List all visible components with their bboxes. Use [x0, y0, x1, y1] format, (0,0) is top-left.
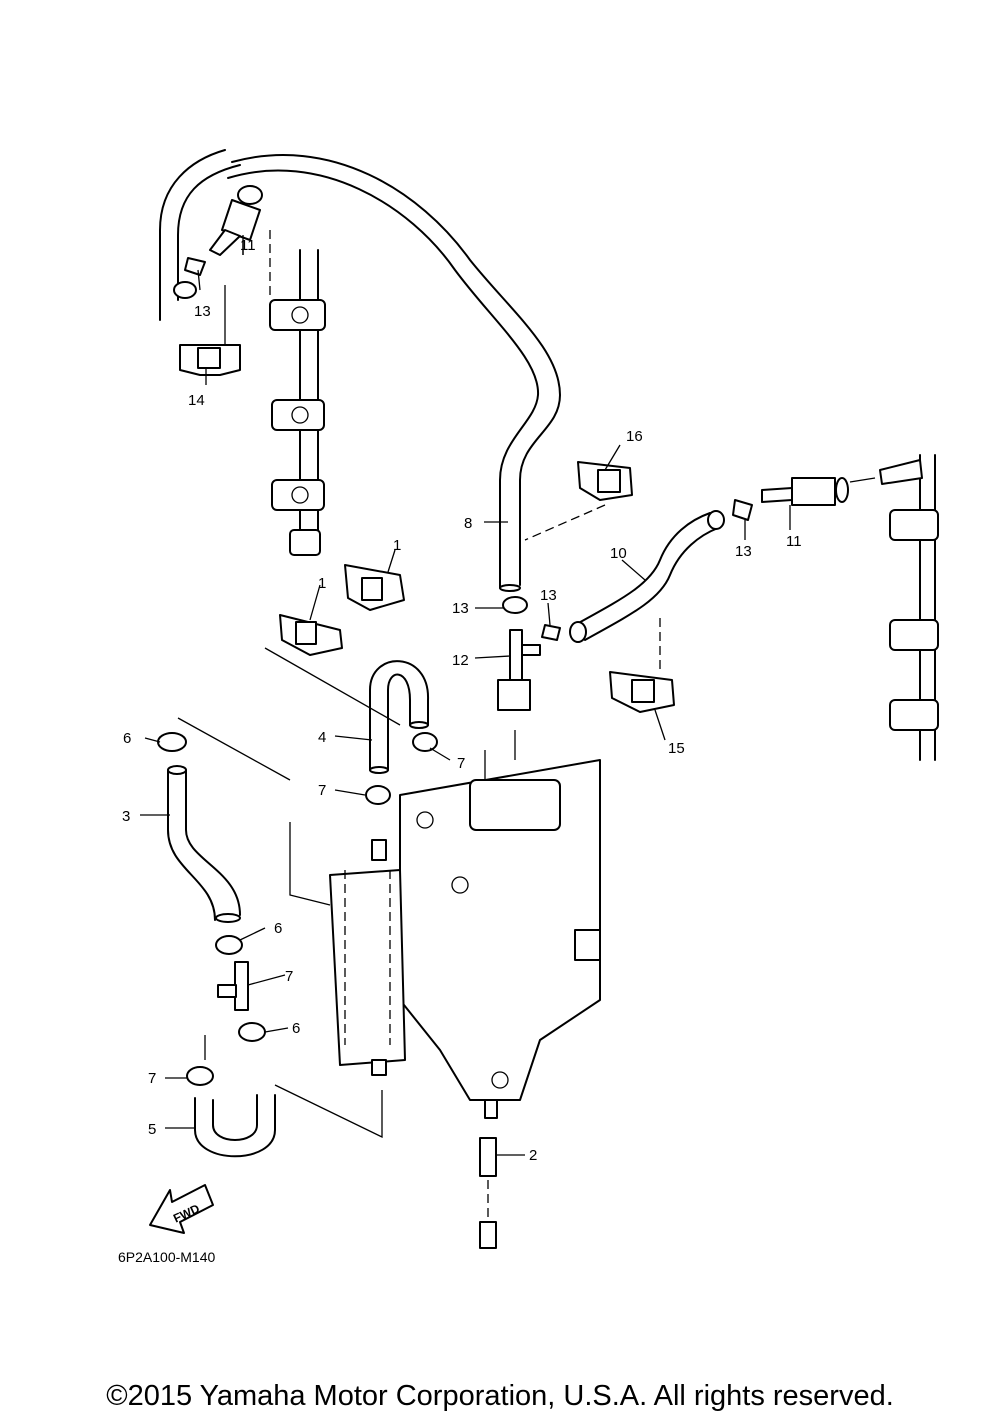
fwd-arrow-icon — [149, 1184, 214, 1234]
callout-9: 8 — [464, 515, 472, 532]
fuel-hose-9-drawing — [159, 149, 561, 592]
hose-clip-13-center-drawing — [502, 596, 528, 614]
copyright-notice: ©2015 Yamaha Motor Corporation, U.S.A. A… — [106, 1380, 894, 1412]
hose-holder-15-drawing — [609, 618, 675, 713]
hose-holder-14-drawing — [179, 285, 241, 376]
callout-7: 7 — [457, 755, 465, 772]
callout-6: 6 — [274, 920, 282, 937]
fuel-hose-5-drawing — [194, 1094, 276, 1158]
callout-1: 1 — [318, 575, 326, 592]
hose-holder-1-drawing — [264, 564, 405, 726]
callout-13: 13 — [452, 600, 469, 617]
fuel-hose-4-drawing — [369, 660, 430, 774]
callout-7: 7 — [318, 782, 326, 799]
callout-labels: 11 13 14 16 8 10 13 11 1 1 13 13 12 15 6… — [118, 237, 802, 1265]
callout-8: 7 — [285, 968, 293, 985]
callout-13: 13 — [735, 543, 752, 560]
vapor-separator-drawing — [177, 717, 601, 1139]
joint-12-drawing — [497, 629, 541, 711]
callout-13: 13 — [540, 587, 557, 604]
callout-5: 5 — [148, 1121, 156, 1138]
callout-6: 6 — [292, 1020, 300, 1037]
fuel-rail-left-drawing — [269, 230, 326, 556]
reference-code: 6P2A100-M140 — [118, 1249, 216, 1265]
quick-connector-11-right-drawing — [761, 477, 876, 506]
callout-7: 7 — [148, 1070, 156, 1087]
fuel-hose-10-drawing — [569, 510, 725, 643]
joint-8-drawing — [217, 961, 249, 1011]
hose-holder-16-drawing — [524, 461, 633, 541]
hose-clip-13-mid-drawing — [541, 499, 753, 641]
callout-2: 2 — [529, 1147, 537, 1164]
callout-15: 15 — [668, 740, 685, 757]
quick-connector-11-left-drawing — [209, 185, 263, 256]
callout-10: 10 — [610, 545, 627, 562]
callout-11: 11 — [240, 237, 256, 254]
callout-4: 4 — [318, 729, 326, 746]
callout-1: 1 — [393, 537, 401, 554]
callout-14: 14 — [188, 392, 205, 409]
callout-13: 13 — [194, 303, 211, 320]
hose-clips-6-7-drawing — [157, 732, 438, 1086]
callout-6: 6 — [123, 730, 131, 747]
hose-2-drawing — [479, 1137, 497, 1249]
callout-12: 12 — [452, 652, 469, 669]
callout-3: 3 — [122, 808, 130, 825]
callout-16: 16 — [626, 428, 643, 445]
callout-leaders — [140, 235, 791, 1156]
callout-11: 11 — [786, 533, 802, 550]
fuel-rail-right-drawing — [879, 454, 939, 761]
hose-clip-13-left-drawing — [184, 257, 206, 276]
fuel-hose-3-drawing — [167, 765, 241, 923]
